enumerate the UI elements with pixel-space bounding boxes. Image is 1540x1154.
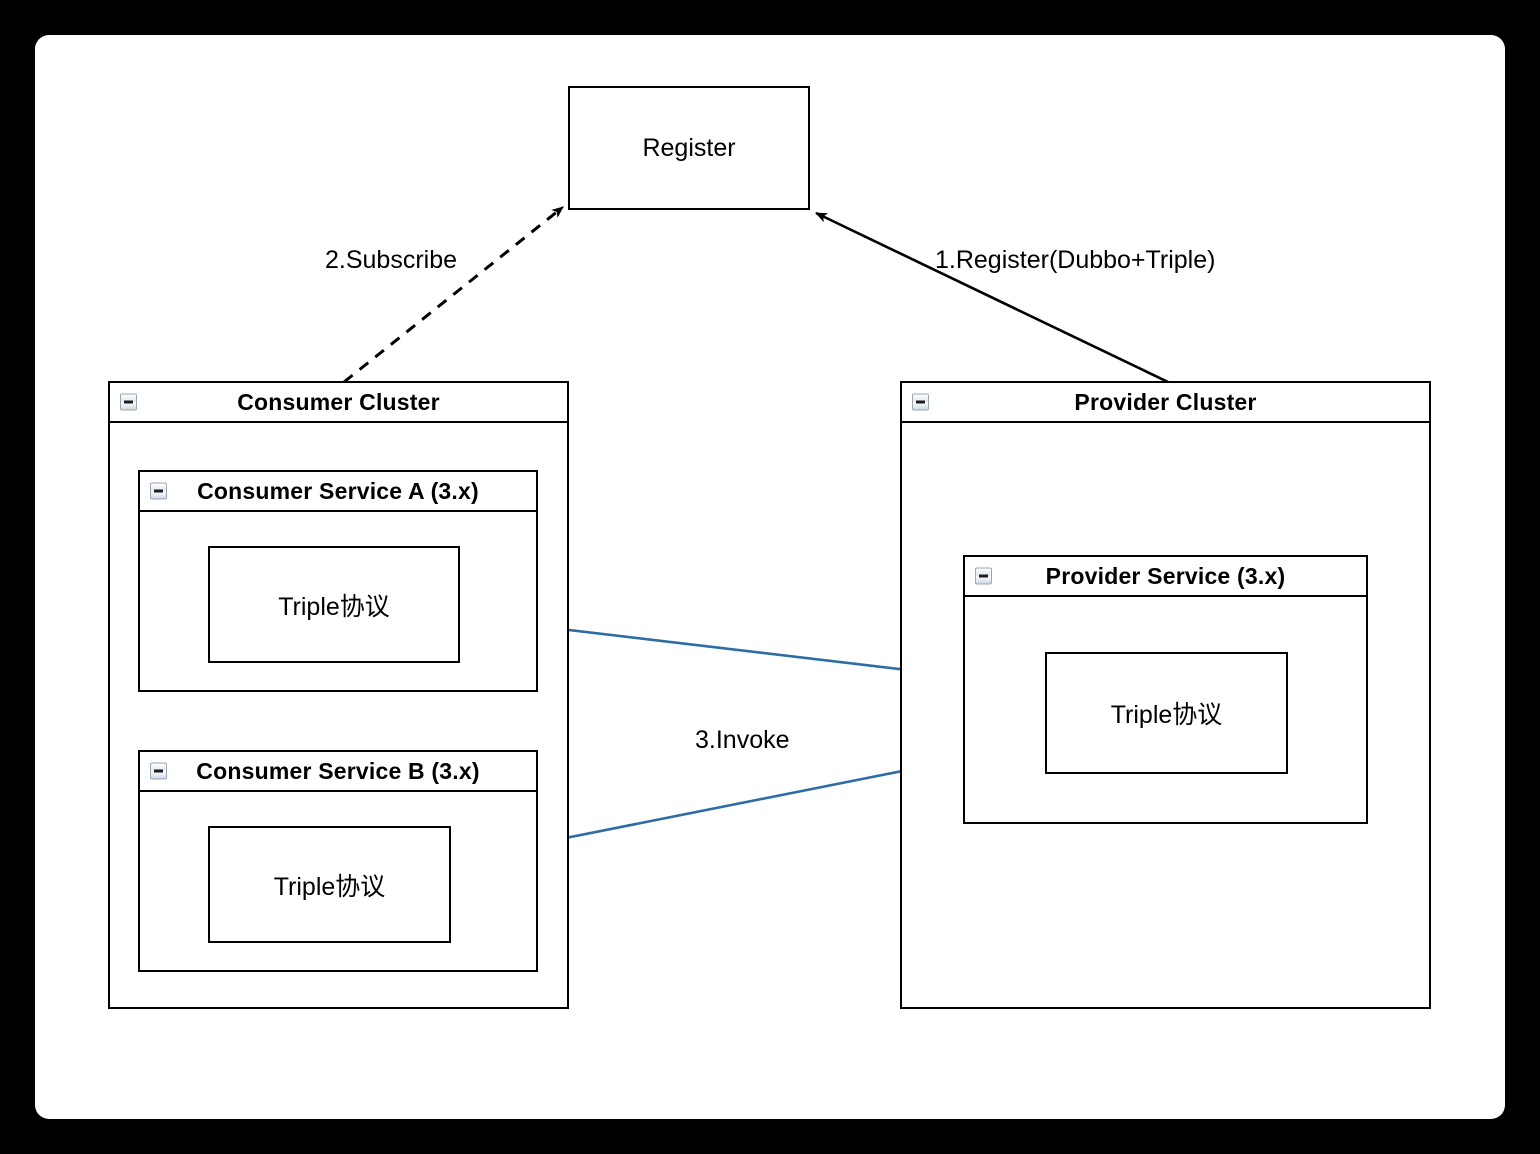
edge-label-register: 1.Register(Dubbo+Triple) [935, 246, 1216, 274]
provider-cluster-header: Provider Cluster [902, 383, 1429, 423]
node-consumer-b-triple-protocol[interactable]: Triple协议 [208, 826, 451, 943]
collapse-minus-icon[interactable] [150, 762, 167, 780]
collapse-minus-icon[interactable] [120, 393, 137, 411]
node-register[interactable]: Register [568, 86, 810, 210]
edge-label-subscribe: 2.Subscribe [325, 246, 458, 274]
node-register-label: Register [642, 133, 736, 162]
consumer-b-triple-protocol-label: Triple协议 [273, 872, 386, 901]
provider-triple-protocol-label: Triple协议 [1110, 701, 1223, 729]
provider-service-title: Provider Service (3.x) [1045, 562, 1286, 589]
consumer-a-triple-protocol-label: Triple协议 [278, 592, 390, 621]
consumer-service-a-header: Consumer Service A (3.x) [140, 472, 536, 512]
provider-service-header: Provider Service (3.x) [965, 557, 1366, 597]
consumer-cluster-header: Consumer Cluster [110, 383, 567, 423]
consumer-service-a-title: Consumer Service A (3.x) [197, 477, 479, 504]
node-provider-triple-protocol[interactable]: Triple协议 [1045, 652, 1288, 774]
consumer-cluster-title: Consumer Cluster [237, 388, 440, 415]
consumer-service-b-header: Consumer Service B (3.x) [140, 752, 536, 792]
provider-cluster-title: Provider Cluster [1074, 388, 1257, 415]
collapse-minus-icon[interactable] [912, 393, 929, 411]
collapse-minus-icon[interactable] [975, 567, 992, 585]
collapse-minus-icon[interactable] [150, 482, 167, 500]
edge-label-invoke: 3.Invoke [695, 726, 790, 754]
consumer-service-b-title: Consumer Service B (3.x) [196, 757, 480, 784]
node-consumer-a-triple-protocol[interactable]: Triple协议 [208, 546, 460, 663]
